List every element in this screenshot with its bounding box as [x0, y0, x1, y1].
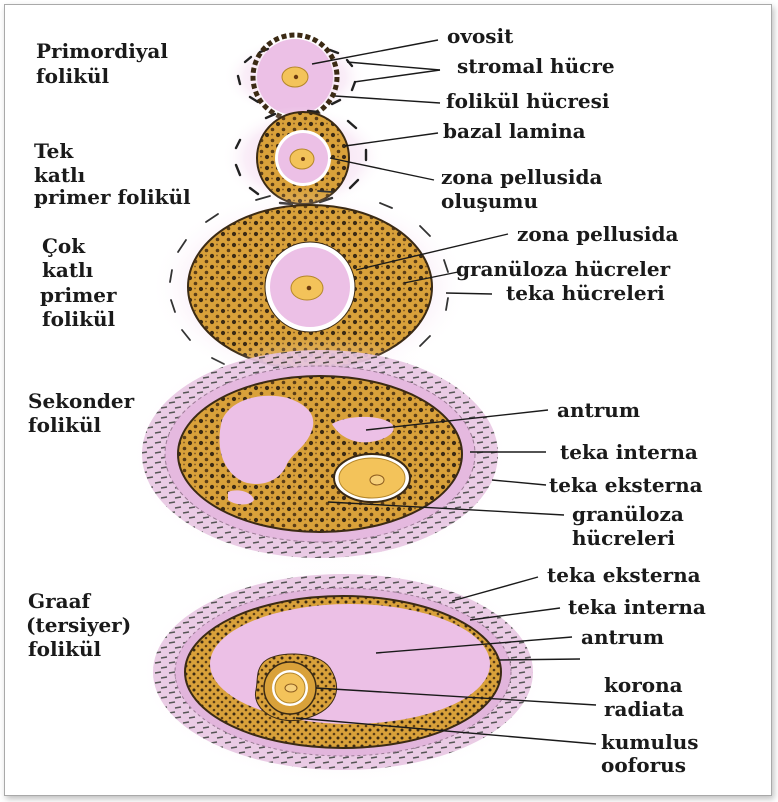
label-cumulus-oophorus-line-1: kumulus — [601, 730, 699, 754]
stage-secondary-follicle — [130, 336, 510, 572]
stage-name-graafian: Graaf(tersiyer)folikül — [26, 589, 131, 661]
label-granulosa-cells-line-1: granüloza hücreler — [456, 257, 671, 281]
label-antrum-graafian: antrum — [581, 625, 664, 649]
label-theca-interna-graafian: teka interna — [568, 595, 706, 619]
stage-name-graafian-line-1: Graaf — [28, 589, 92, 613]
label-theca-externa-graafian-line-1: teka eksterna — [547, 563, 701, 587]
label-theca-cells: teka hücreleri — [506, 281, 665, 305]
leader-extra — [498, 659, 580, 660]
stage-name-secondary-line-1: Sekonder — [28, 389, 135, 413]
label-stromal-cell-line-1: stromal hücre — [457, 54, 615, 78]
stage-graafian-follicle — [138, 560, 548, 784]
stage-name-multilaminar-line-1: Çok — [42, 234, 86, 258]
label-theca-interna-secondary: teka interna — [560, 440, 698, 464]
label-ovosit-line-1: ovosit — [447, 24, 514, 48]
label-basal-lamina: bazal lamina — [443, 119, 586, 143]
stage-name-primordial-line-1: Primordiyal — [36, 39, 168, 63]
stage-name-multilaminar-line-4: folikül — [42, 307, 116, 331]
label-zona-formation-line-1: zona pellusida — [441, 165, 602, 189]
label-follicle-cell: folikül hücresi — [446, 89, 610, 113]
primordial-nucleolus — [294, 75, 298, 79]
label-theca-interna-secondary-line-1: teka interna — [560, 440, 698, 464]
secondary-granulosa — [178, 376, 462, 532]
unilaminar-nucleolus — [301, 157, 305, 161]
label-zona-pellucida: zona pellusida — [517, 222, 678, 246]
stage-name-multilaminar-line-2: katlı — [42, 258, 94, 282]
label-antrum-graafian-line-1: antrum — [581, 625, 664, 649]
label-ovosit: ovosit — [447, 24, 514, 48]
graafian-nucleus — [285, 684, 297, 692]
label-cumulus-oophorus-line-2: ooforus — [601, 753, 686, 777]
label-stromal-cell: stromal hücre — [457, 54, 615, 78]
label-granulosa-secondary-line-2: hücreleri — [572, 526, 675, 550]
stage-name-unilaminar-line-1: Tek — [34, 139, 74, 163]
multilaminar-nucleolus — [307, 286, 312, 291]
label-theca-externa-secondary: teka eksterna — [549, 473, 703, 497]
label-antrum-secondary-line-1: antrum — [557, 398, 640, 422]
label-corona-radiata-line-1: korona — [604, 673, 683, 697]
label-zona-formation-line-2: oluşumu — [441, 189, 538, 213]
label-theca-externa-secondary-line-1: teka eksterna — [549, 473, 703, 497]
label-granulosa-secondary-line-1: granüloza — [572, 502, 684, 526]
label-antrum-secondary: antrum — [557, 398, 640, 422]
label-corona-radiata-line-2: radiata — [604, 697, 684, 721]
label-basal-lamina-line-1: bazal lamina — [443, 119, 586, 143]
label-zona-pellucida-line-1: zona pellusida — [517, 222, 678, 246]
stage-name-unilaminar-line-3: primer folikül — [34, 185, 191, 209]
stage-name-primordial-line-2: folikül — [36, 64, 110, 88]
leader-theca-cells — [446, 293, 492, 294]
label-granulosa-cells: granüloza hücreler — [456, 257, 671, 281]
label-theca-externa-graafian: teka eksterna — [547, 563, 701, 587]
stage-name-graafian-line-3: folikül — [28, 637, 102, 661]
label-follicle-cell-line-1: folikül hücresi — [446, 89, 610, 113]
stage-name-unilaminar-line-2: katlı — [34, 163, 86, 187]
stage-name-graafian-line-2: (tersiyer) — [26, 613, 131, 637]
stage-name-secondary-line-2: folikül — [28, 413, 102, 437]
stage-name-multilaminar-line-3: primer — [40, 283, 117, 307]
label-theca-interna-graafian-line-1: teka interna — [568, 595, 706, 619]
secondary-nucleus — [370, 475, 384, 485]
label-theca-cells-line-1: teka hücreleri — [506, 281, 665, 305]
graafian-antrum — [210, 604, 490, 724]
